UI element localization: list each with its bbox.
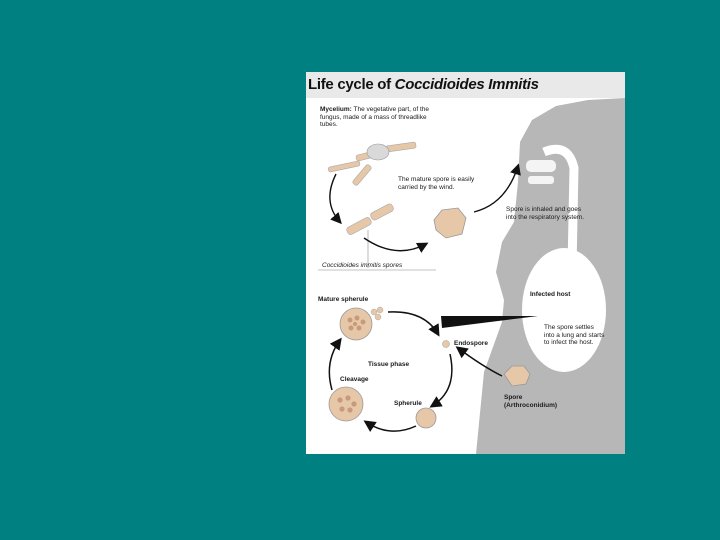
endospore-label: Endospore [454,340,514,348]
inhaled-caption: Spore is inhaled and goes into the respi… [506,206,586,221]
endospore-icon [443,341,450,348]
spherule-icon [416,408,436,428]
lung-area [522,248,606,372]
spherule-label: Spherule [394,400,444,408]
cleavage-label: Cleavage [340,376,400,384]
wind-caption: The mature spore is easily carried by th… [398,176,488,191]
life-cycle-figure: Life cycle of Coccidioides Immitis Mycel… [306,72,625,454]
settles-caption: The spore settles into a lung and starts… [544,324,606,347]
spores-label: Coccidioides immitis spores [322,262,442,270]
cleavage-icon [329,387,363,421]
tissue-phase-label: Tissue phase [368,361,428,369]
diagram-title: Life cycle of Coccidioides Immitis [308,76,539,93]
mycelium-caption: Mycelium: The vegetative part, of the fu… [320,106,438,129]
infected-host-label: Infected host [530,291,600,299]
mature-spore-icon [434,208,466,238]
mature-spherule-label: Mature spherule [318,296,398,304]
spore-label: Spore (Arthroconidium) [504,394,594,409]
